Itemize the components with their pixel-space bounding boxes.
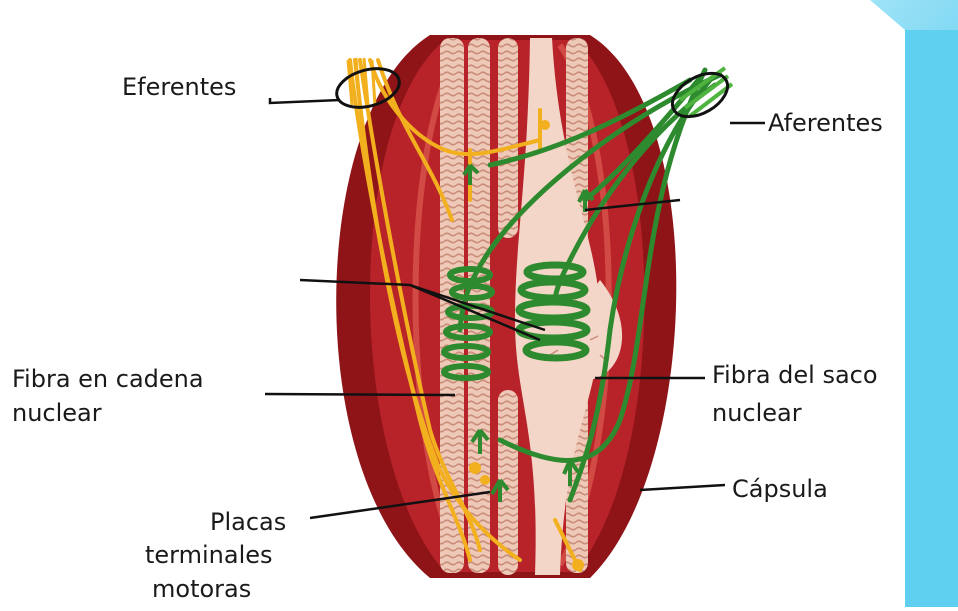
label-placas-2: terminales [145, 540, 273, 570]
label-fibra-saco-1: Fibra del saco [712, 360, 878, 390]
label-fibra-cadena-1: Fibra en cadena [12, 364, 204, 394]
corner-accent [735, 0, 958, 607]
label-capsula: Cápsula [732, 474, 828, 504]
label-placas-1: Placas [210, 507, 286, 537]
label-fibra-cadena-2: nuclear [12, 398, 102, 428]
label-placas-3: motoras [152, 574, 251, 604]
label-aferentes: Aferentes [768, 108, 883, 138]
label-eferentes: Eferentes [122, 72, 236, 102]
label-fibra-saco-2: nuclear [712, 398, 802, 428]
